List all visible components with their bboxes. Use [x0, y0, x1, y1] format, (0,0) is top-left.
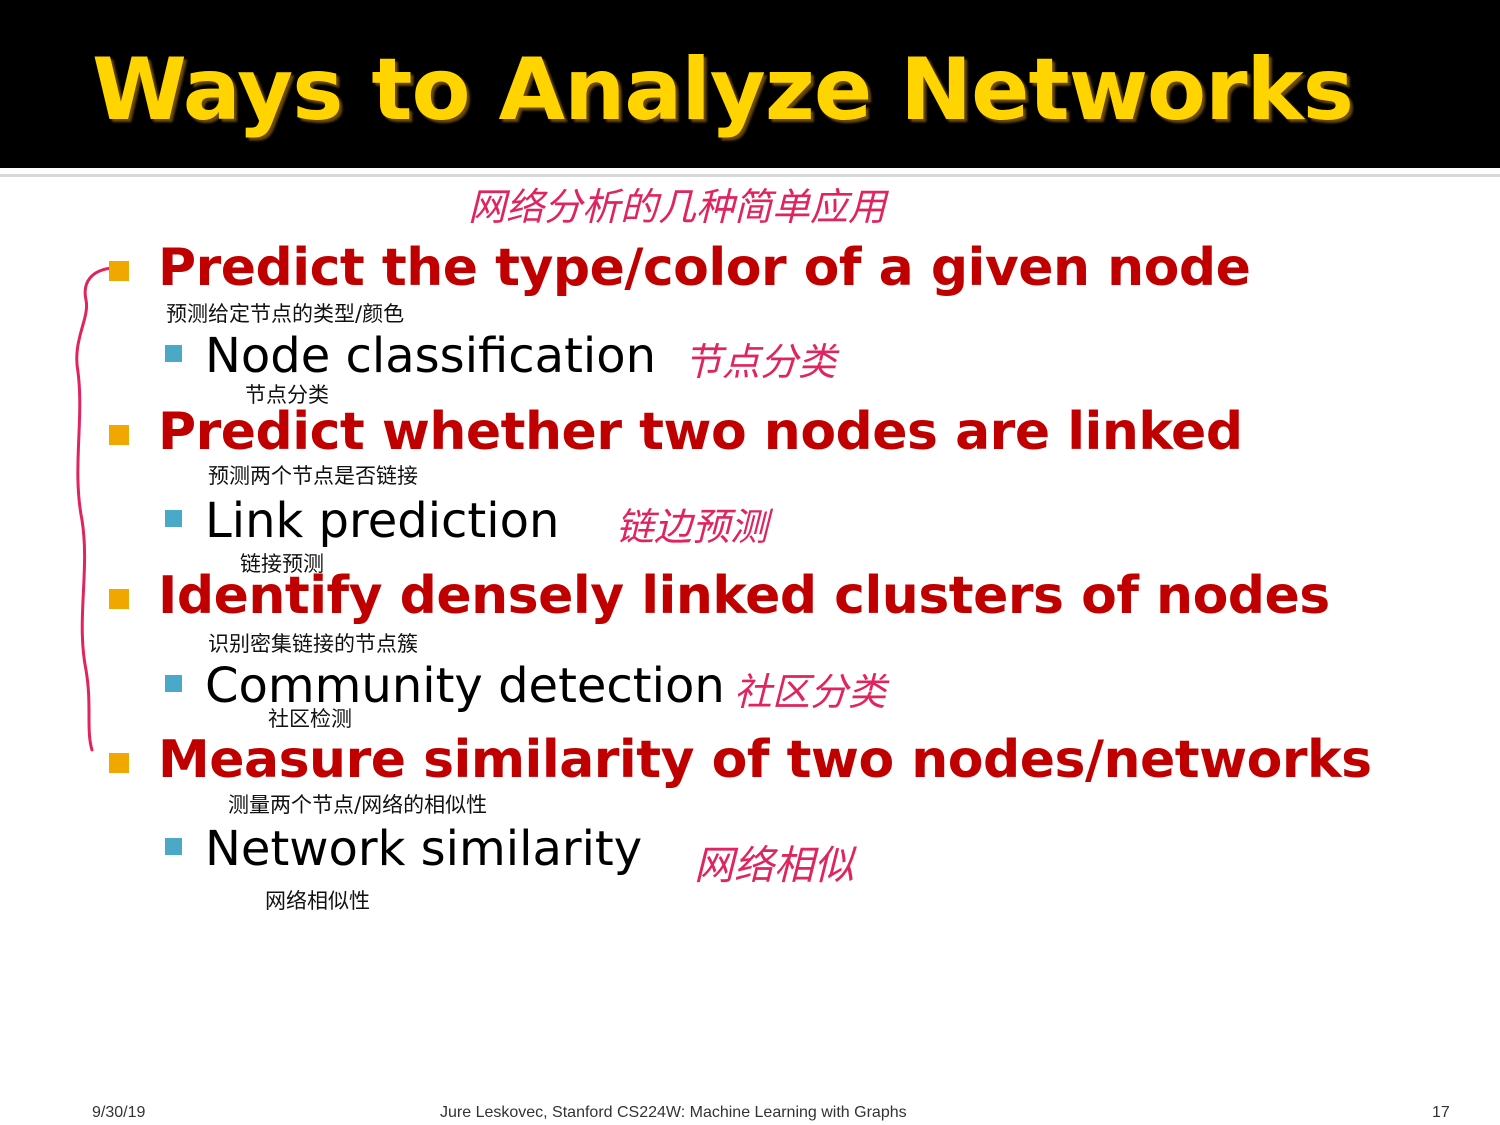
heading-measure-similarity: Measure similarity of two nodes/networks — [158, 730, 1372, 790]
sub-link-prediction: Link prediction — [205, 493, 560, 549]
heading-note-predict-type: 预测给定节点的类型/颜色 — [166, 302, 405, 326]
footer-date: 9/30/19 — [92, 1104, 146, 1121]
handwritten-bracket — [75, 266, 114, 752]
handwritten-note-community-detection: 社区分类 — [734, 670, 887, 714]
title-bar — [0, 0, 1500, 168]
handwritten-note-network-similarity: 网络相似 — [694, 843, 854, 889]
slide-title: Ways to Analyze Networks — [92, 40, 1354, 140]
heading-note-measure-similarity: 测量两个节点/网络的相似性 — [228, 793, 488, 817]
sub-note-node-classification: 节点分类 — [245, 383, 329, 407]
bullet-marker — [109, 753, 129, 773]
handwritten-note-node-classification: 节点分类 — [684, 340, 837, 384]
heading-note-predict-linked: 预测两个节点是否链接 — [208, 464, 418, 488]
footer-credit: Jure Leskovec, Stanford CS224W: Machine … — [440, 1104, 907, 1121]
handwritten-title-note: 网络分析的几种简单应用 — [468, 185, 887, 229]
heading-note-identify-clusters: 识别密集链接的节点簇 — [208, 632, 418, 656]
footer-page-number: 17 — [1432, 1104, 1450, 1121]
sub-note-network-similarity: 网络相似性 — [265, 889, 370, 913]
heading-identify-clusters: Identify densely linked clusters of node… — [158, 566, 1330, 626]
sub-network-similarity: Network similarity — [205, 821, 643, 877]
sub-note-community-detection: 社区检测 — [268, 707, 352, 731]
bullet-marker — [109, 589, 129, 609]
sub-bullet-marker — [165, 838, 182, 855]
bullet-marker — [109, 261, 129, 281]
title-divider — [0, 174, 1500, 177]
sub-community-detection: Community detection — [205, 658, 725, 714]
bullet-marker — [109, 425, 129, 445]
handwritten-note-link-prediction: 链边预测 — [616, 505, 769, 549]
sub-bullet-marker — [165, 510, 182, 527]
sub-note-link-prediction: 链接预测 — [240, 552, 324, 576]
heading-predict-type: Predict the type/color of a given node — [158, 238, 1251, 298]
sub-node-classification: Node classification — [205, 328, 657, 384]
heading-predict-linked: Predict whether two nodes are linked — [158, 402, 1243, 462]
sub-bullet-marker — [165, 345, 182, 362]
sub-bullet-marker — [165, 675, 182, 692]
